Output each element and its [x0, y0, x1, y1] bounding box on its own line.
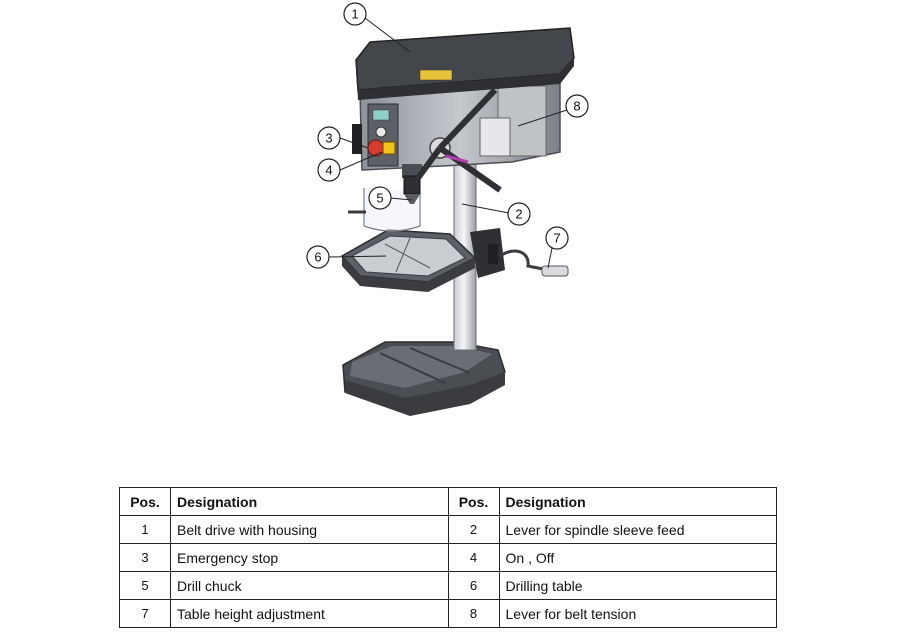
- pos-cell: 4: [447, 543, 500, 572]
- designation-cell: Drilling table: [498, 571, 777, 600]
- designation-cell: Belt drive with housing: [170, 515, 449, 544]
- pos-cell: 8: [447, 599, 500, 628]
- callout-4-label: 4: [325, 163, 332, 178]
- table-row: 1 Belt drive with housing 2 Lever for sp…: [119, 515, 777, 544]
- callout-3-label: 3: [325, 131, 332, 146]
- callout-1: 1: [343, 2, 367, 26]
- callout-5: 5: [368, 186, 392, 210]
- designation-cell: Drill chuck: [170, 571, 449, 600]
- crank-handle: [499, 249, 569, 277]
- callout-7: 7: [545, 226, 569, 250]
- header-pos-right: Pos.: [447, 487, 500, 516]
- callout-5-label: 5: [376, 191, 383, 206]
- table-row: 7 Table height adjustment 8 Lever for be…: [119, 599, 777, 628]
- table-row: 5 Drill chuck 6 Drilling table: [119, 571, 777, 600]
- callout-3: 3: [317, 126, 341, 150]
- base: [342, 341, 506, 416]
- feed-levers: [415, 87, 502, 193]
- header-designation-right: Designation: [498, 487, 777, 516]
- designation-cell: On , Off: [498, 543, 777, 572]
- pos-cell: 3: [119, 543, 171, 572]
- header-pos-left: Pos.: [119, 487, 171, 516]
- designation-cell: Lever for spindle sleeve feed: [498, 515, 777, 544]
- table-row: 3 Emergency stop 4 On , Off: [119, 543, 777, 572]
- callout-8: 8: [565, 94, 589, 118]
- callout-7-label: 7: [553, 231, 560, 246]
- callout-6-label: 6: [314, 250, 321, 265]
- pos-cell: 6: [447, 571, 500, 600]
- callout-6: 6: [306, 245, 330, 269]
- belt-housing: [355, 27, 575, 100]
- drilling-table: [340, 228, 505, 292]
- callout-2-label: 2: [515, 207, 522, 222]
- parts-table: Pos. Designation Pos. Designation 1 Belt…: [119, 487, 777, 628]
- pos-cell: 2: [447, 515, 500, 544]
- designation-cell: Lever for belt tension: [498, 599, 777, 628]
- callout-2: 2: [507, 202, 531, 226]
- leader-lines: [328, 17, 568, 269]
- pos-cell: 1: [119, 515, 171, 544]
- callout-1-label: 1: [351, 7, 358, 22]
- pos-cell: 5: [119, 571, 171, 600]
- table-header-row: Pos. Designation Pos. Designation: [119, 487, 777, 516]
- header-designation-left: Designation: [170, 487, 449, 516]
- pos-cell: 7: [119, 599, 171, 628]
- designation-cell: Emergency stop: [170, 543, 449, 572]
- designation-cell: Table height adjustment: [170, 599, 449, 628]
- drill-press-illustration: 1 2 3 4 5 6 7 8: [306, 2, 589, 416]
- callout-4: 4: [317, 158, 341, 182]
- callout-8-label: 8: [573, 99, 580, 114]
